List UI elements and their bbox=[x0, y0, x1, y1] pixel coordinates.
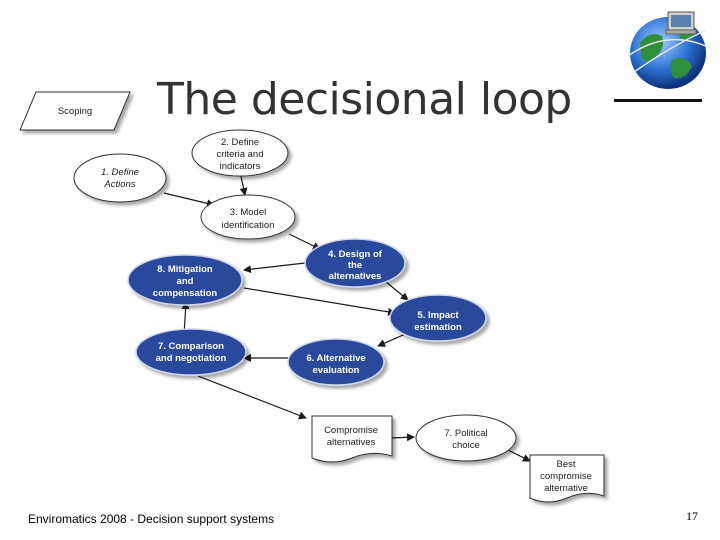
node-alternative-evaluation-line2: evaluation bbox=[313, 365, 360, 376]
node-compromise-alternatives-line2: alternatives bbox=[327, 437, 376, 448]
node-impact-estimation: 5. Impact estimation bbox=[389, 294, 487, 342]
slide-title: The decisional loop bbox=[157, 74, 572, 125]
scoping-label: Scoping bbox=[58, 106, 92, 117]
node-define-criteria-line1: 2. Define bbox=[221, 137, 259, 148]
node-political-choice-line1: 7. Political bbox=[444, 428, 487, 439]
node-design-alternatives-line3: alternatives bbox=[329, 271, 382, 282]
node-define-criteria: 2. Define criteria and indicators bbox=[191, 129, 289, 177]
node-mitigation-compensation-line2: and bbox=[177, 276, 194, 287]
node-model-identification: 3. Model identification bbox=[200, 194, 296, 240]
node-comparison-negotiation: 7. Comparison and negotiation bbox=[135, 328, 247, 376]
node-political-choice-line2: choice bbox=[452, 440, 479, 451]
node-define-actions-line1: 1. Define bbox=[101, 167, 139, 178]
node-define-criteria-line3: indicators bbox=[220, 161, 261, 172]
scoping-box: Scoping bbox=[19, 91, 131, 131]
page-number: 17 bbox=[686, 509, 698, 523]
node-comparison-negotiation-line2: and negotiation bbox=[156, 353, 227, 364]
arrow-compromise-to-political bbox=[390, 433, 415, 442]
node-best-compromise-line3: alternative bbox=[544, 483, 588, 494]
arrow-8-to-5 bbox=[243, 287, 396, 316]
slide-footer: Enviromatics 2008 - Decision support sys… bbox=[28, 512, 275, 526]
node-design-alternatives: 4. Design of the alternatives bbox=[304, 238, 406, 288]
node-design-alternatives-line1: 4. Design of bbox=[328, 249, 383, 260]
node-model-identification-line1: 3. Model bbox=[230, 207, 266, 218]
node-alternative-evaluation-line1: 6. Alternative bbox=[306, 353, 365, 364]
node-mitigation-compensation-line3: compensation bbox=[153, 288, 218, 299]
node-best-compromise-line2: compromise bbox=[540, 471, 592, 482]
node-alternative-evaluation: 6. Alternative evaluation bbox=[287, 338, 385, 386]
node-define-criteria-line2: criteria and bbox=[217, 149, 264, 160]
node-compromise-alternatives: Compromise alternatives bbox=[311, 415, 393, 463]
arrow-7-to-compromise bbox=[197, 375, 307, 420]
node-define-actions: 1. Define Actions bbox=[73, 153, 167, 203]
node-comparison-negotiation-line1: 7. Comparison bbox=[158, 341, 224, 352]
globe-network-icon bbox=[627, 11, 711, 89]
node-define-actions-line2: Actions bbox=[103, 179, 135, 190]
arrow-1-to-3 bbox=[163, 192, 215, 208]
title-rule bbox=[614, 99, 702, 102]
arrow-4-to-8 bbox=[243, 262, 306, 274]
node-impact-estimation-line1: 5. Impact bbox=[417, 310, 459, 321]
node-best-compromise-line1: Best bbox=[556, 459, 575, 470]
node-best-compromise: Best compromise alternative bbox=[529, 454, 605, 503]
node-impact-estimation-line2: estimation bbox=[414, 322, 462, 333]
arrow-3-to-4 bbox=[288, 233, 321, 250]
node-mitigation-compensation-line1: 8. Mitigation bbox=[157, 264, 213, 275]
node-model-identification-line2: identification bbox=[222, 220, 275, 231]
node-political-choice: 7. Political choice bbox=[415, 414, 517, 462]
node-design-alternatives-line2: the bbox=[348, 260, 362, 271]
arrow-political-to-best bbox=[507, 449, 531, 462]
node-mitigation-compensation: 8. Mitigation and compensation bbox=[127, 254, 243, 306]
node-compromise-alternatives-line1: Compromise bbox=[324, 425, 378, 436]
